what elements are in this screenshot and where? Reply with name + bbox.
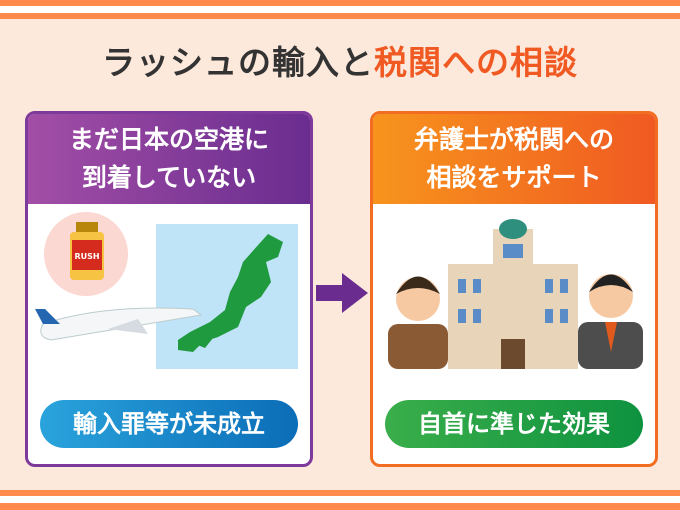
result-badge: 自首に準じた効果 [385,400,643,448]
japan-map-icon [178,234,283,352]
bottle-label: RUSH [74,252,99,261]
top-stripe-gap [0,6,680,13]
client-person-icon [388,276,448,369]
customs-building-icon [448,219,578,369]
page-title: ラッシュの輸入と税関への相談 [0,36,680,84]
bottom-stripe-gap [0,496,680,503]
lawyer-person-icon [578,274,643,369]
result-badge: 輸入罪等が未成立 [40,400,298,448]
panel-lawyer-support: 弁護士が税関への 相談をサポート 自首に準じた効果 [370,111,658,467]
top-stripe [0,0,680,6]
bottom-stripe-2 [0,503,680,510]
panel-heading: 弁護士が税関への 相談をサポート [373,114,655,204]
title-accent: 税関への相談 [374,43,578,82]
bottom-stripe [0,490,680,496]
top-stripe-2 [0,13,680,19]
airplane-icon [35,307,203,341]
title-main: ラッシュの輸入と [102,43,374,82]
panel-heading: まだ日本の空港に 到着していない [28,114,310,204]
rush-bottle-icon: RUSH [70,222,104,280]
airplane-japan-illustration: RUSH [35,212,298,369]
panel-not-arrived: まだ日本の空港に 到着していない RUSH 輸入罪等が未成立 [25,111,313,467]
heading-line2: 相談をサポート [426,163,602,192]
customs-lawyer-illustration [388,219,643,369]
arrow-right-icon [316,273,368,313]
heading-line1: まだ日本の空港に [68,125,269,154]
heading-line1: 弁護士が税関への [413,125,614,154]
heading-line2: 到着していない [81,163,257,192]
